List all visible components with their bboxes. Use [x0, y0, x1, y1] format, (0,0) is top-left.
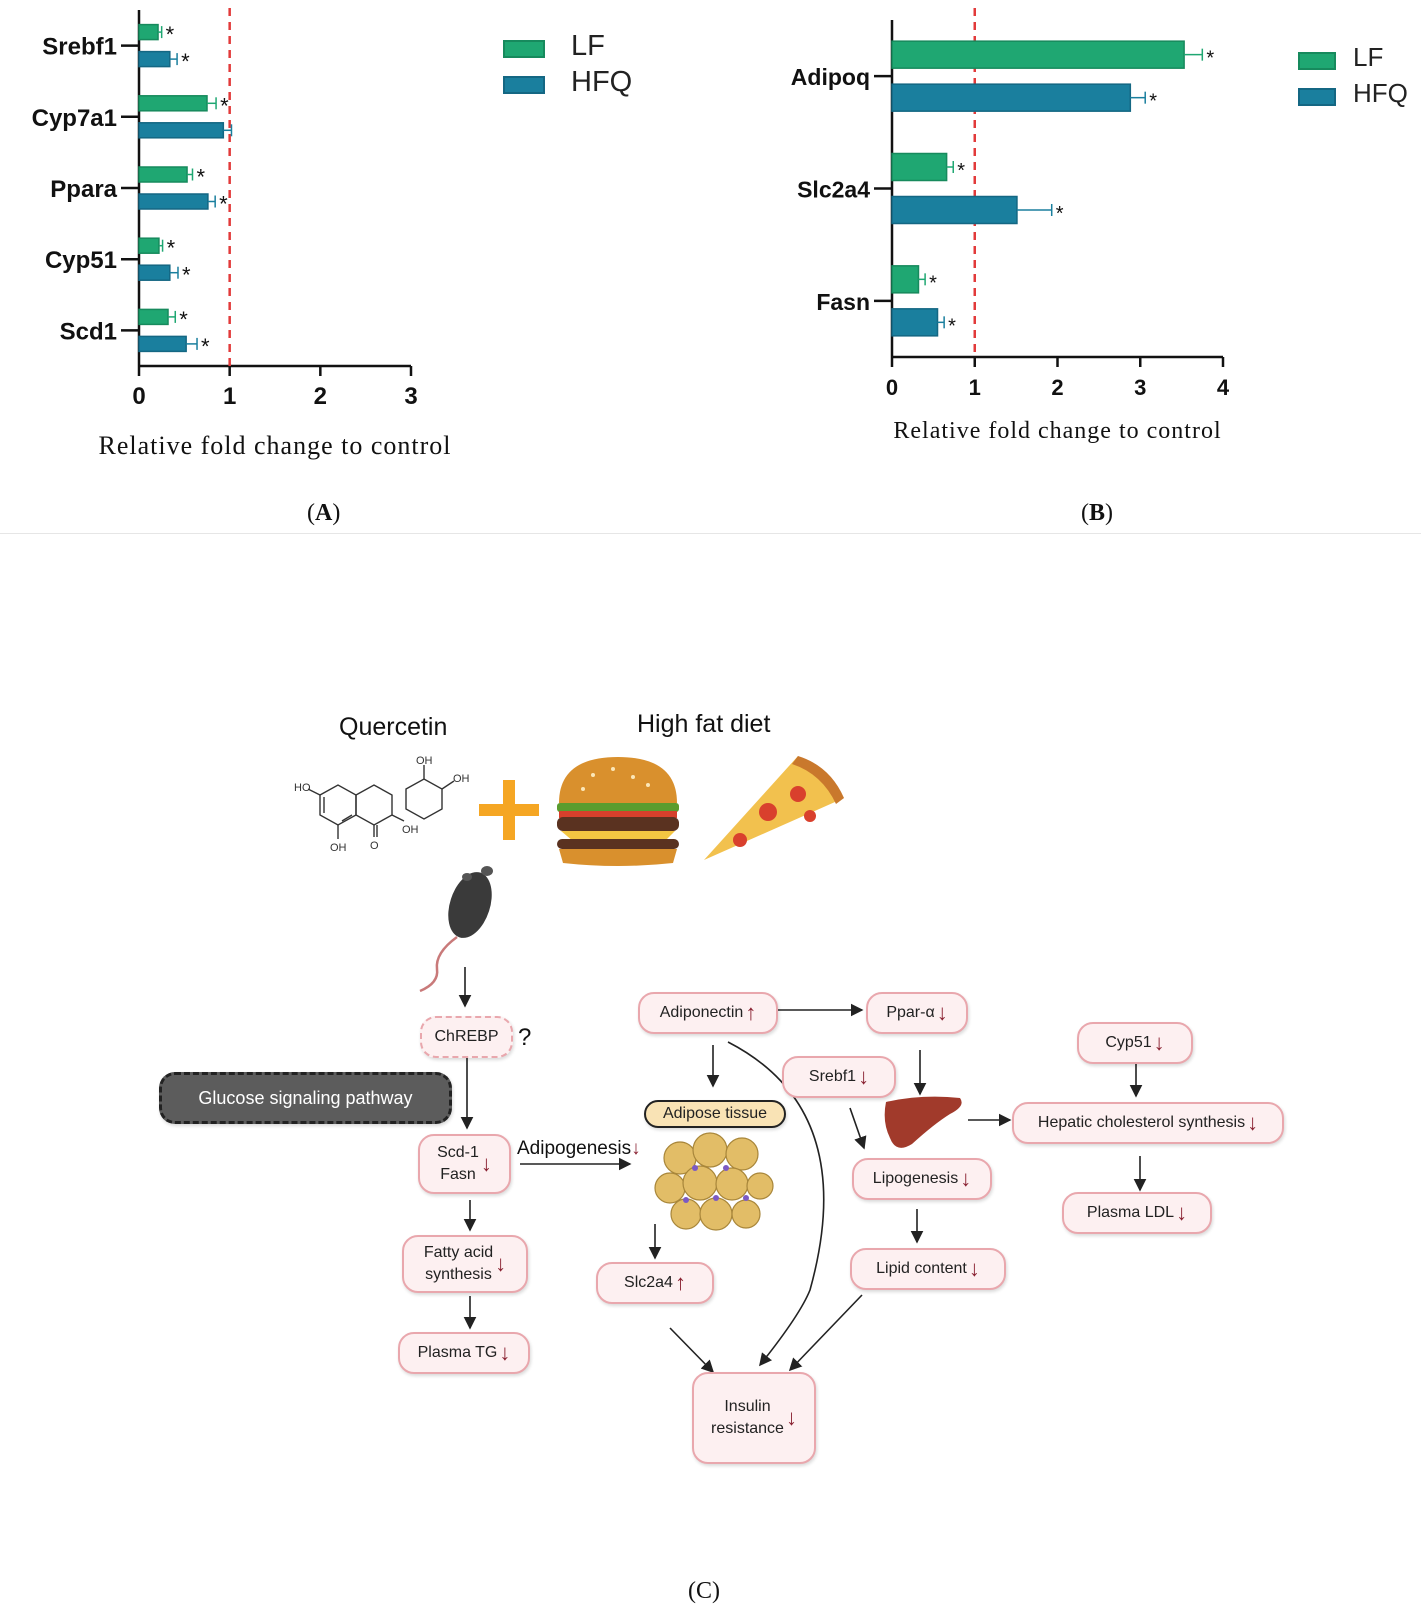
legend-lf-swatch	[503, 40, 545, 58]
bar-hfq	[891, 83, 1132, 112]
category-label: Fasn	[816, 289, 870, 315]
slc2a4-node: Slc2a4↑	[596, 1262, 714, 1304]
category-label: Slc2a4	[797, 177, 870, 203]
x-axis-label: Relative fold change to control	[893, 418, 1221, 444]
bar-hfq	[138, 335, 187, 353]
x-tick-label: 3	[1134, 375, 1146, 400]
significance-mark: *	[1206, 48, 1214, 70]
bar-hfq	[138, 122, 225, 139]
adipose-tissue-label: Adipose tissue	[644, 1100, 786, 1128]
plasma-tg-node: Plasma TG↓	[398, 1332, 530, 1374]
bar-lf	[891, 152, 948, 182]
x-tick-label: 3	[404, 383, 417, 410]
cyp51-node: Cyp51↓	[1077, 1022, 1193, 1064]
plus-icon	[479, 780, 539, 840]
ppar-alpha-node: Ppar-α↓	[866, 992, 968, 1034]
hepatic-cholesterol-node: Hepatic cholesterol synthesis↓	[1012, 1102, 1284, 1144]
adipogenesis-label: Adipogenesis↓	[517, 1138, 641, 1159]
x-tick-label: 0	[132, 383, 145, 410]
bar-hfq	[891, 195, 1018, 225]
significance-mark: *	[167, 236, 176, 261]
chem-oh1: OH	[416, 755, 433, 767]
category-label: Cyp51	[45, 247, 117, 274]
legend-lf-swatch	[1298, 52, 1336, 70]
chem-oh2: OH	[453, 773, 470, 785]
bar-lf	[138, 95, 208, 112]
diagram-arrows	[458, 967, 1147, 1374]
significance-mark: *	[181, 49, 190, 74]
significance-mark: *	[182, 263, 191, 288]
legend-hfq-swatch	[503, 76, 545, 94]
significance-mark: *	[948, 315, 956, 337]
significance-mark: *	[166, 22, 175, 47]
bar-lf	[891, 265, 920, 294]
liver-icon	[884, 1096, 962, 1148]
chem-oh4: OH	[330, 842, 347, 854]
x-tick-label: 1	[969, 375, 981, 400]
bar-hfq	[891, 308, 939, 337]
bar-lf	[138, 23, 159, 41]
srebf1-node: Srebf1↓	[782, 1056, 896, 1098]
category-label: Scd1	[60, 318, 117, 345]
significance-mark: *	[929, 272, 937, 294]
significance-mark: *	[1149, 91, 1157, 113]
mouse-icon	[419, 866, 493, 993]
plasma-ldl-node: Plasma LDL↓	[1062, 1192, 1212, 1234]
bar-lf	[138, 237, 160, 254]
bar-lf	[891, 40, 1185, 69]
category-label: Adipoq	[791, 64, 870, 90]
significance-mark: *	[179, 307, 188, 332]
legend-lf-label: LF	[1353, 42, 1384, 72]
quercetin-title: Quercetin	[339, 713, 448, 741]
significance-mark: *	[957, 160, 965, 182]
significance-mark: *	[196, 165, 205, 190]
bar-lf	[138, 308, 169, 326]
quercetin-structure-icon: HO OH OH OH OH O	[294, 755, 470, 854]
x-tick-label: 1	[223, 383, 236, 410]
bar-hfq	[138, 264, 171, 281]
category-label: Cyp7a1	[32, 105, 117, 132]
chem-oh3: OH	[402, 824, 419, 836]
x-axis-label: Relative fold change to control	[98, 431, 451, 460]
x-tick-label: 2	[314, 383, 327, 410]
pizza-icon	[704, 756, 844, 860]
category-label: Srebf1	[42, 34, 117, 61]
x-tick-label: 0	[886, 375, 898, 400]
question-mark: ?	[518, 1024, 532, 1051]
chem-o: O	[370, 840, 379, 852]
chrebp-node: ChREBP	[420, 1016, 513, 1058]
significance-mark: *	[219, 192, 228, 217]
legend-hfq-label: HFQ	[571, 66, 633, 98]
panel-label-a: (A)	[307, 500, 341, 526]
adipose-tissue-icon	[654, 1132, 774, 1231]
significance-mark: *	[220, 93, 229, 118]
burger-icon	[557, 757, 679, 866]
x-tick-label: 2	[1051, 375, 1063, 400]
lipid-content-node: Lipid content↓	[850, 1248, 1006, 1290]
significance-mark: *	[1056, 203, 1064, 225]
bar-lf	[138, 166, 188, 183]
bar-hfq	[138, 50, 171, 68]
legend-lf-label: LF	[571, 30, 605, 62]
divider	[0, 533, 1421, 534]
chem-ho: HO	[294, 782, 311, 794]
x-tick-label: 4	[1217, 375, 1230, 400]
glucose-signaling-node: Glucose signaling pathway	[159, 1072, 452, 1124]
category-label: Ppara	[50, 176, 117, 203]
adiponectin-node: Adiponectin↑	[638, 992, 778, 1034]
bar-hfq	[138, 193, 209, 210]
legend-hfq-label: HFQ	[1353, 78, 1408, 108]
high-fat-diet-title: High fat diet	[637, 710, 771, 738]
legend-hfq-swatch	[1298, 88, 1336, 106]
lipogenesis-node: Lipogenesis↓	[852, 1158, 992, 1200]
panel-label-b: (B)	[1081, 500, 1114, 526]
chart-b: 0 1 2 3 4 Adipoq * * Slc2a4 * * Fasn * * Relative fold…	[791, 8, 1230, 444]
significance-mark: *	[201, 334, 210, 359]
panel-label-c: (C)	[688, 1578, 721, 1604]
